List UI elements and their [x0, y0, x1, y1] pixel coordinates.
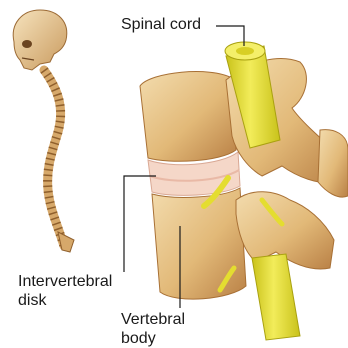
vertebrae-closeup	[140, 42, 348, 340]
leader-line-intervertebral-disk	[124, 176, 156, 272]
label-intervertebral-disk-line1: Intervertebral	[18, 272, 112, 291]
label-vertebral-body-line1: Vertebral	[121, 310, 185, 329]
label-spinal-cord: Spinal cord	[121, 15, 201, 34]
label-intervertebral-disk-line2: disk	[18, 291, 112, 310]
label-vertebral-body-line2: body	[121, 329, 185, 348]
skull-and-spine-icon	[13, 10, 74, 252]
label-vertebral-body: Vertebral body	[121, 310, 185, 348]
label-intervertebral-disk: Intervertebral disk	[18, 272, 112, 310]
